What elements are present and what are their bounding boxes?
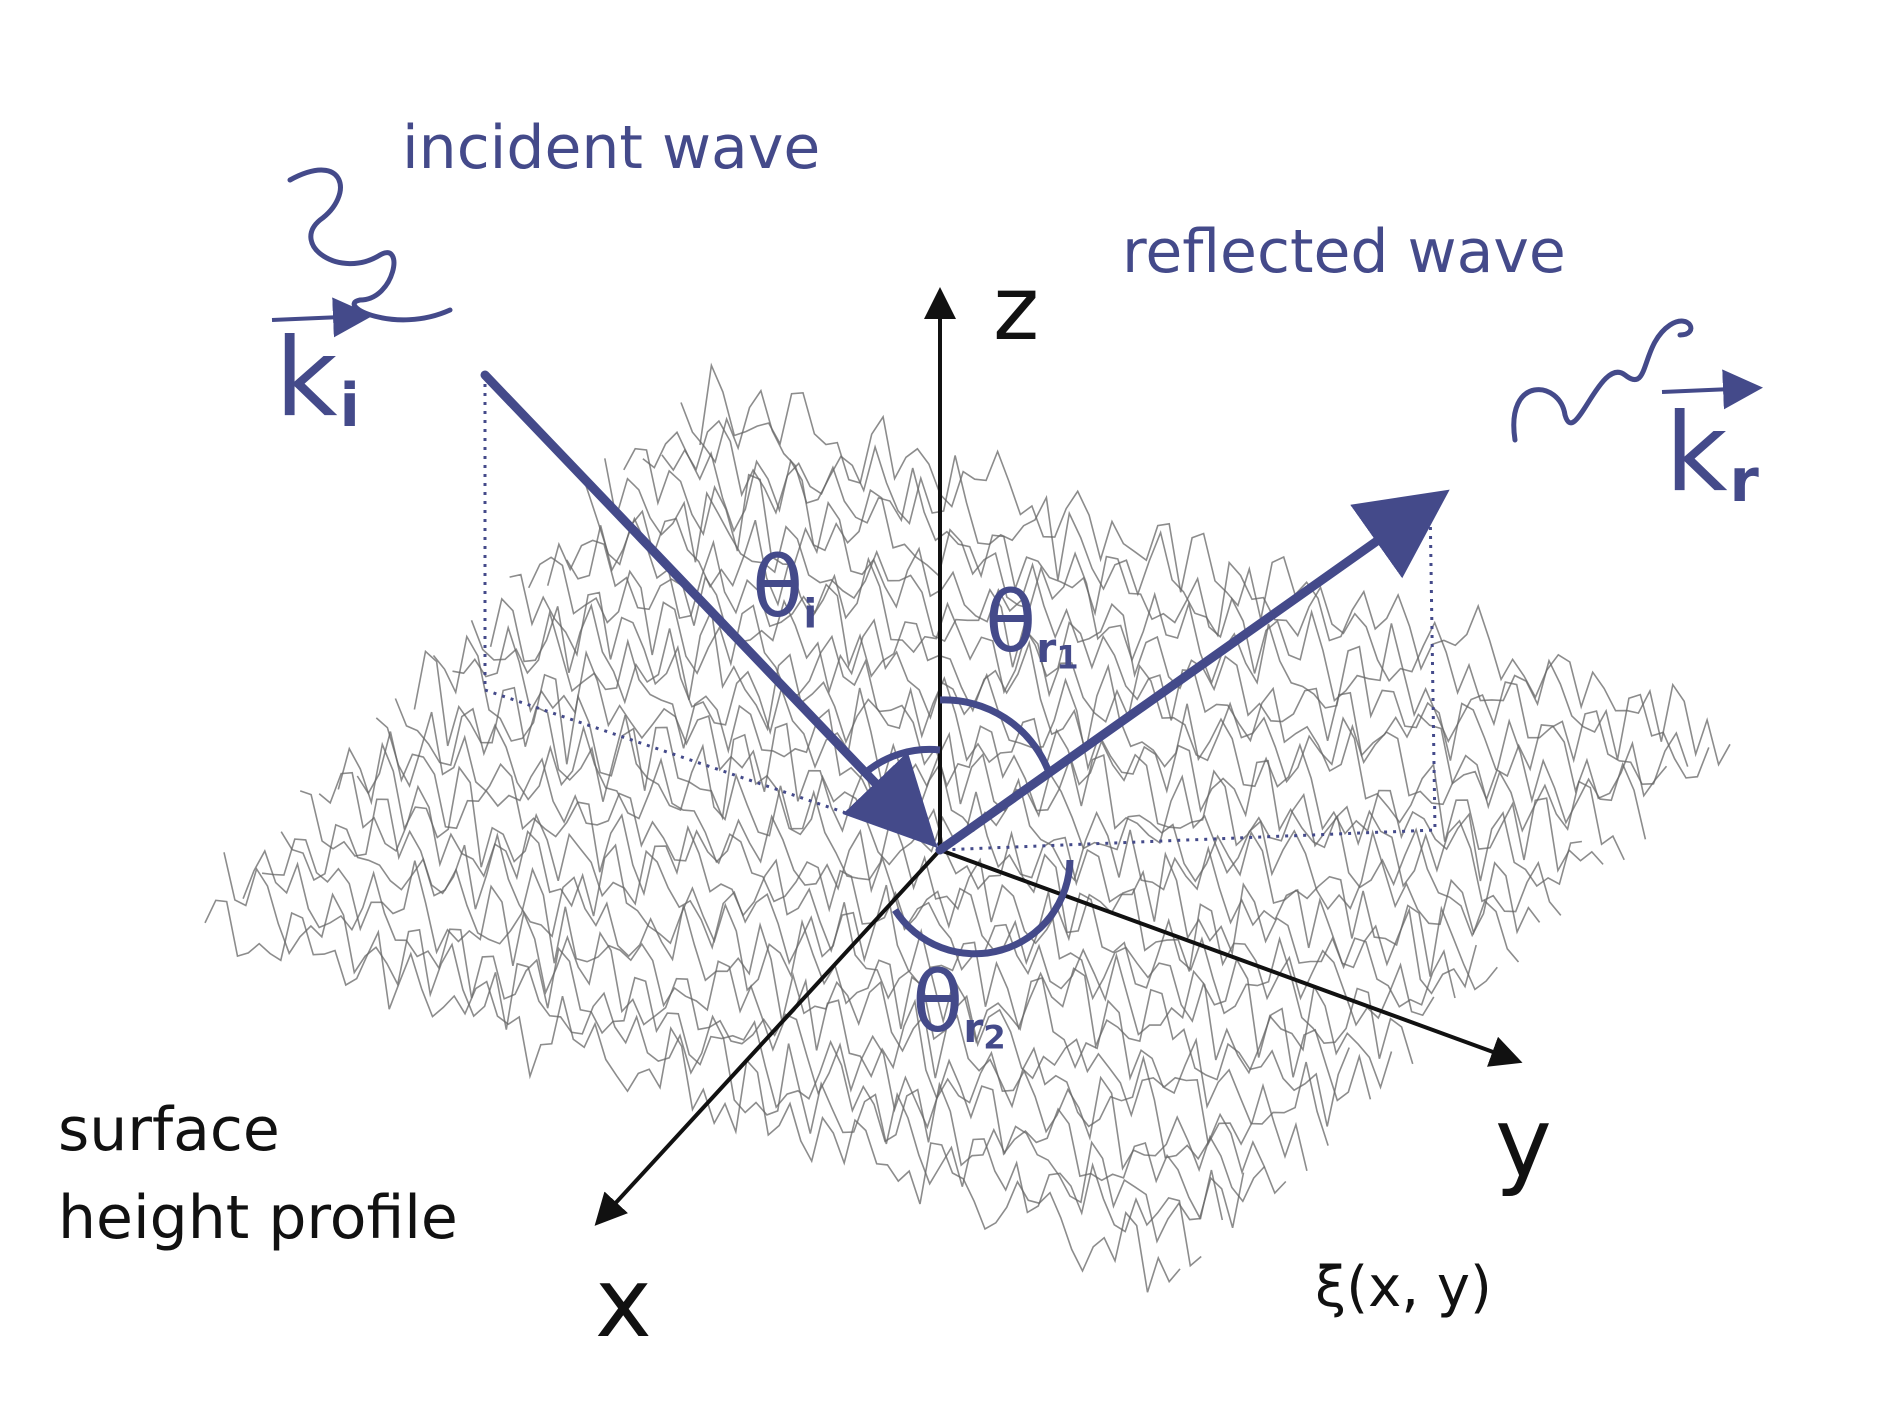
surface-ridge-line	[604, 458, 1625, 861]
ki-vector-label: ki	[275, 325, 360, 436]
incident-beam	[480, 370, 938, 849]
surface-ridge-line	[661, 419, 1689, 786]
surface-ridge-line	[623, 447, 1647, 840]
surface-ridge-line	[489, 597, 1498, 991]
ki-sub: i	[339, 371, 360, 441]
surface-ridge-line	[356, 731, 1350, 1127]
kr-vector-arrow	[1661, 369, 1763, 410]
wavy-line-icon	[287, 167, 453, 323]
surface-ridge-line	[280, 823, 1266, 1203]
surface-ridge-line	[337, 741, 1329, 1146]
beams	[480, 370, 1450, 855]
arc-theta-r2	[892, 859, 1074, 958]
kr-vector-label: kr	[1665, 400, 1759, 511]
surface-label-line2: height profile	[58, 1183, 458, 1253]
surface-ridge-line	[318, 771, 1308, 1171]
surface-ridge-line	[585, 484, 1604, 873]
surface-ridge-line	[413, 649, 1414, 1065]
theta-i-label: θi	[752, 545, 817, 635]
reflected-wave-label: reflected wave	[1122, 217, 1566, 287]
projection-lines	[483, 375, 1437, 852]
surface-ridge-line	[509, 573, 1520, 963]
theta-r1-label: θr1	[985, 580, 1079, 674]
axes	[594, 287, 1523, 1226]
theta-r2-sub: r2	[963, 1005, 1005, 1054]
x-axis	[594, 848, 942, 1226]
surface-label-line1: surface	[58, 1095, 280, 1165]
wave-icons	[287, 167, 1694, 443]
theta-i-symbol: θ	[752, 538, 804, 636]
theta-r1-sub-index: 1	[1056, 638, 1079, 677]
reflected-projection	[939, 499, 1437, 852]
surface-ridge-line	[699, 362, 1731, 767]
theta-r1-sub: r1	[1036, 625, 1078, 674]
theta-r1-symbol: θ	[985, 573, 1037, 671]
y-axis	[939, 848, 1523, 1067]
theta-r2-sub-index: 2	[983, 1018, 1006, 1057]
surface-ridge-line	[204, 899, 1181, 1293]
theta-i-sub: i	[803, 590, 818, 638]
wavy-line-icon	[1511, 318, 1694, 443]
surface-ridge-line	[527, 556, 1541, 938]
kr-sub: r	[1729, 446, 1759, 516]
surface-ridge-line	[223, 852, 1202, 1268]
surface-ridge-line	[566, 516, 1583, 888]
vector-arrows	[271, 297, 1763, 410]
theta-r2-symbol: θ	[912, 953, 964, 1051]
ki-base: k	[275, 316, 338, 441]
kr-base: k	[1665, 391, 1728, 516]
incident-wave-label: incident wave	[402, 113, 821, 183]
profile-function-label: ξ(x, y)	[1315, 1255, 1492, 1320]
ki-vector-arrow	[271, 297, 373, 338]
theta-r2-label: θr2	[912, 960, 1006, 1054]
x-axis-label: x	[595, 1247, 652, 1359]
surface-ridge-line	[680, 388, 1710, 779]
theta-r1-sub-r: r	[1036, 625, 1057, 673]
surface-ridge-line	[262, 838, 1245, 1229]
y-axis-label: y	[1495, 1087, 1552, 1199]
reflected-beam	[935, 489, 1450, 855]
surface-ridge-line	[546, 539, 1562, 916]
surface-ridge-line	[394, 698, 1393, 1090]
incident-projection	[483, 375, 941, 847]
z-axis-label: z	[993, 257, 1040, 360]
arc-theta-r1	[939, 696, 1052, 772]
theta-r2-sub-r: r	[963, 1005, 984, 1053]
surface-ridge-line	[299, 790, 1287, 1195]
